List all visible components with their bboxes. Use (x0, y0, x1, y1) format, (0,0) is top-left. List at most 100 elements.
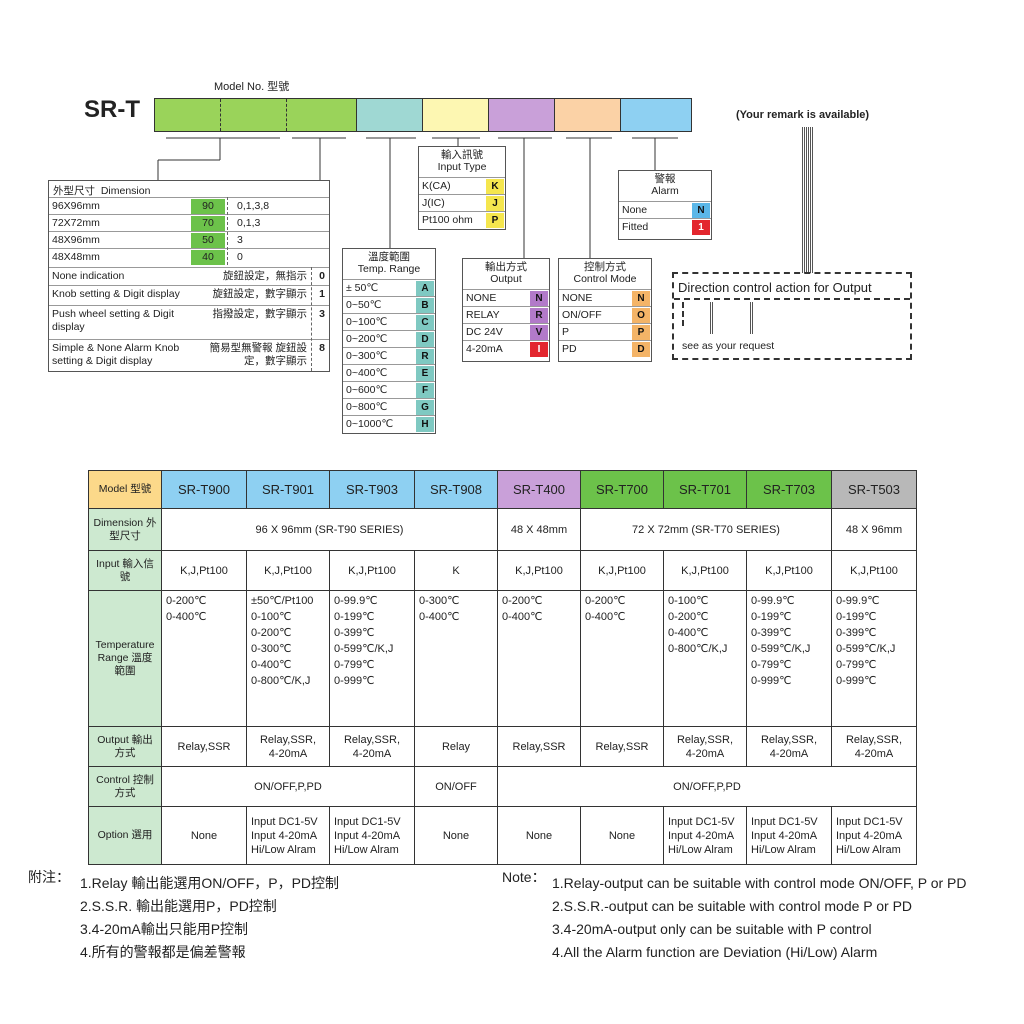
code-option-label: 0~1000℃ (346, 418, 394, 430)
spec-cell: K,J,Pt100 (663, 550, 747, 591)
dimension-size: 96X96mm (52, 200, 100, 212)
code-option-label: Pt100 ohm (422, 214, 473, 226)
indication-row: None indication 旋鈕設定，無指示 0 (49, 267, 329, 286)
indication-code: 0 (319, 270, 325, 282)
code-option-label: DC 24V (466, 326, 503, 338)
spec-cell-output: Relay,SSR,4-20mA (246, 726, 330, 767)
model-code-segment (221, 99, 287, 131)
code-option-row: ± 50℃ A (343, 279, 435, 297)
spec-cell: K,J,Pt100 (497, 550, 581, 591)
code-option-row: J(IC)J (419, 194, 505, 212)
code-option-label: 4-20mA (466, 343, 503, 355)
indication-cn: 旋鈕設定，數字顯示 (212, 288, 308, 300)
note-item: 1.Relay-output can be suitable with cont… (552, 875, 967, 891)
spec-cell: 48 X 48mm (497, 508, 581, 551)
indication-code: 8 (319, 342, 325, 354)
spec-cell: K,J,Pt100 (246, 550, 330, 591)
spec-cell: K (414, 550, 498, 591)
indication-code: 1 (319, 288, 325, 300)
model-code-segment (287, 99, 357, 131)
notes-cn: 1.Relay 輸出能選用ON/OFF，P，PD控制 2.S.S.R. 輸出能選用… (80, 872, 339, 964)
model-code-segment (621, 99, 691, 131)
code-option-code: D (416, 332, 434, 347)
spec-row-label: Dimension 外型尺寸 (88, 508, 162, 551)
code-option-row: 0~400℃ E (343, 364, 435, 382)
spec-cell-option: None (497, 806, 581, 865)
spec-model-header: SR-T908 (414, 470, 498, 509)
indication-cn: 簡易型無警報 旋鈕設定，數字顯示 (209, 342, 307, 367)
spec-cell-output: Relay,SSR,4-20mA (746, 726, 832, 767)
spec-cell: K,J,Pt100 (580, 550, 664, 591)
dimension-code: 50 (191, 233, 225, 248)
spec-cell: K,J,Pt100 (161, 550, 247, 591)
model-code-segment (155, 99, 221, 131)
connector-lines (157, 137, 678, 266)
indication-cn: 指撥設定，數字顯示 (212, 308, 308, 320)
code-option-code: K (486, 179, 504, 194)
spec-model-header: SR-T903 (329, 470, 415, 509)
spec-row-label: Output 輸出方式 (88, 726, 162, 767)
code-option-label: 0~400℃ (346, 367, 388, 379)
code-option-label: K(CA) (422, 180, 451, 192)
code-option-code: N (530, 291, 548, 306)
note-item: 1.Relay 輸出能選用ON/OFF，P，PD控制 (80, 875, 340, 891)
spec-cell-output: Relay,SSR,4-20mA (329, 726, 415, 767)
code-option-row: NONE N (463, 289, 549, 307)
code-option-code: O (632, 308, 650, 323)
dimension-size: 48X48mm (52, 251, 100, 263)
model-prefix: SR-T (84, 96, 140, 123)
dimension-options: 3 (237, 234, 243, 246)
code-option-label: 0~100℃ (346, 316, 388, 328)
dimension-row: 72X72mm 70 0,1,3 (49, 214, 329, 232)
code-option-label: NONE (466, 292, 497, 304)
remark-text: (Your remark is available) (736, 109, 870, 121)
dimension-size: 48X96mm (52, 234, 100, 246)
code-option-label: 0~200℃ (346, 333, 388, 345)
spec-model-header: SR-T701 (663, 470, 747, 509)
indication-row: Simple & None Alarm Knob setting & Digit… (49, 339, 329, 372)
code-option-label: ± 50℃ (346, 282, 379, 294)
direction-note: see as your request (682, 340, 775, 352)
code-option-label: ON/OFF (562, 309, 602, 321)
spec-cell: ON/OFF (414, 766, 498, 807)
spec-cell-option: None (161, 806, 247, 865)
code-option-label: 0~50℃ (346, 299, 382, 311)
code-option-code: E (416, 366, 434, 381)
note-item: 2.S.S.R. 輸出能選用P，PD控制 (80, 898, 277, 914)
direction-block: Direction control action for Output see … (672, 272, 912, 360)
spec-cell: K,J,Pt100 (746, 550, 832, 591)
code-option-label: P (562, 326, 570, 338)
indication-en: Simple & None Alarm Knob setting & Digit… (52, 342, 180, 367)
dimension-options: 0,1,3 (237, 217, 261, 229)
notes-en: 1.Relay-output can be suitable with cont… (552, 872, 967, 964)
spec-model-header: SR-T503 (831, 470, 917, 509)
code-option-label: J(IC) (422, 197, 445, 209)
dimension-row: 96X96mm 90 0,1,3,8 (49, 197, 329, 215)
code-option-label: None (622, 204, 648, 216)
code-option-code: N (692, 203, 710, 218)
model-code-segment (423, 99, 489, 131)
code-option-code: F (416, 383, 434, 398)
code-option-row: ON/OFF O (559, 306, 651, 324)
code-option-code: A (416, 281, 434, 296)
code-option-code: R (530, 308, 548, 323)
spec-cell: K,J,Pt100 (831, 550, 917, 591)
code-option-code: V (530, 325, 548, 340)
